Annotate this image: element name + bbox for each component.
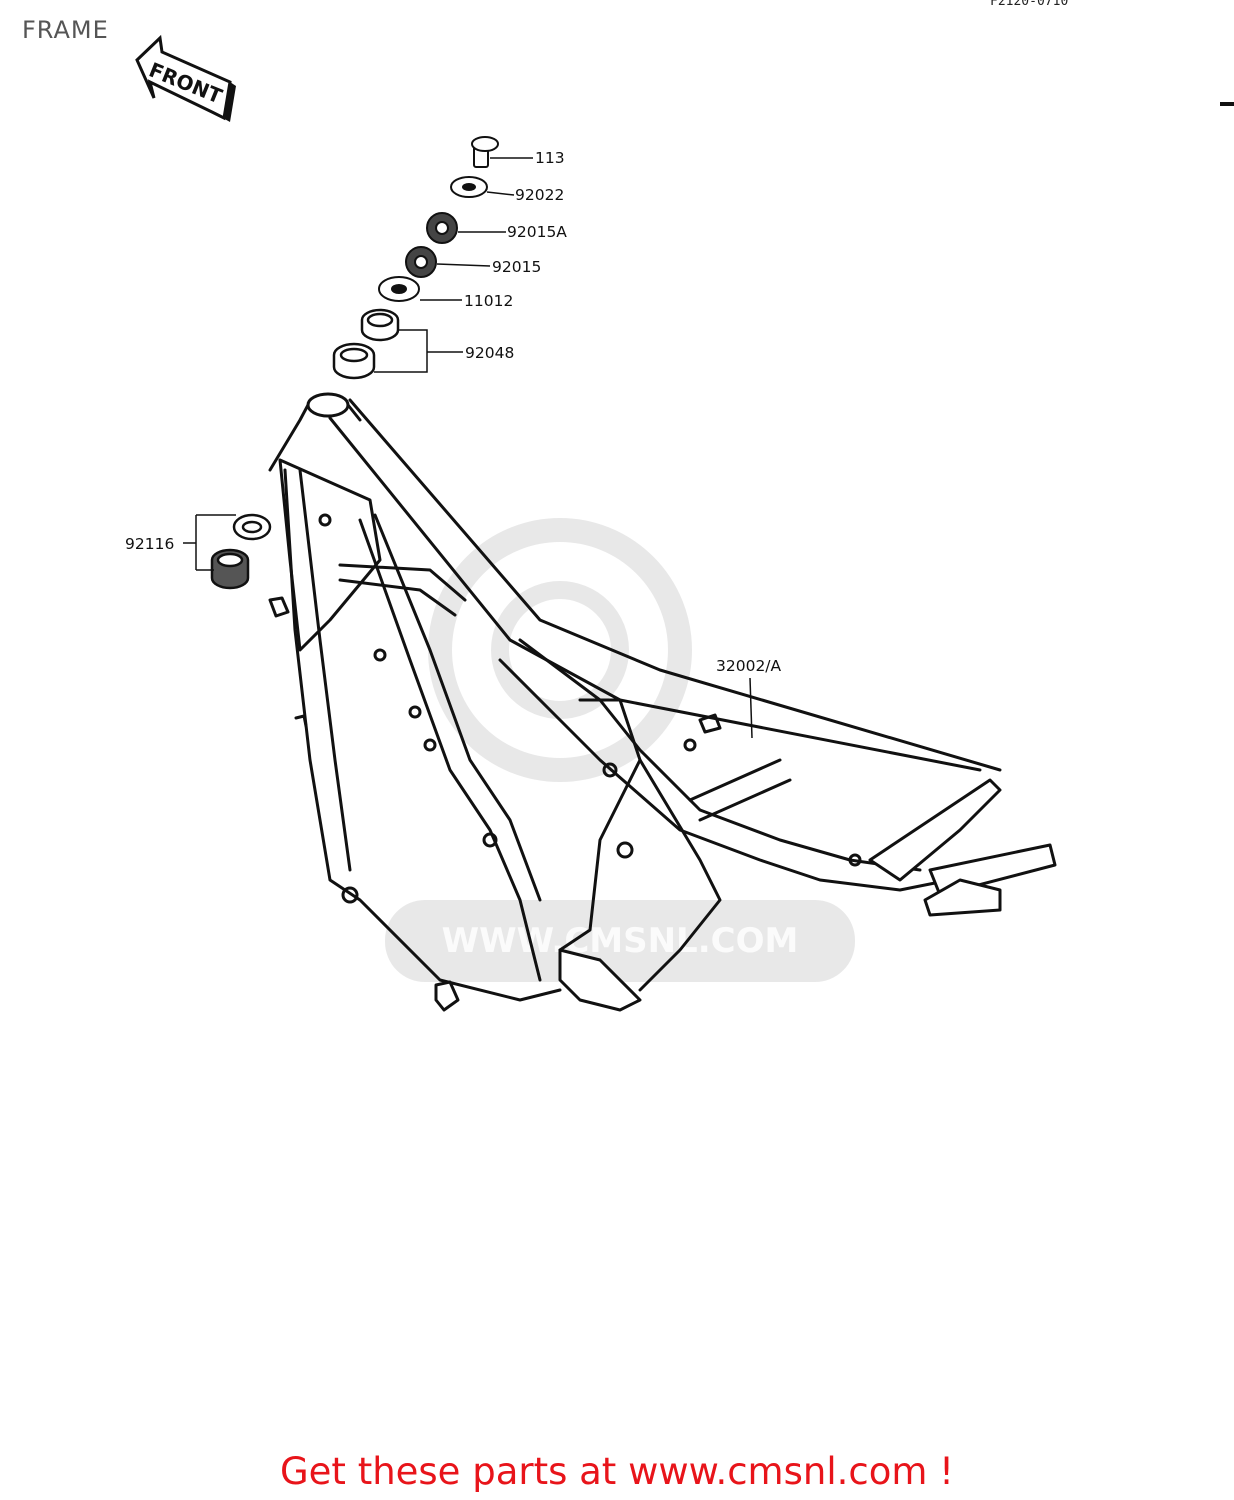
frame-32002 xyxy=(268,392,1057,1012)
callout-11012: 11012 xyxy=(464,292,513,310)
part-92015a-nut xyxy=(426,212,458,244)
callout-92048: 92048 xyxy=(465,344,514,362)
callout-92022: 92022 xyxy=(515,186,564,204)
callout-92015: 92015 xyxy=(492,258,541,276)
diagram-code: F2120-0710 xyxy=(990,0,1069,9)
callout-92116: 92116 xyxy=(125,535,174,553)
part-92116-bushing xyxy=(210,513,272,590)
part-113-bolt xyxy=(471,136,499,168)
front-arrow-icon: FRONT xyxy=(135,34,236,122)
part-11012-cap xyxy=(378,276,420,302)
part-92015-nut xyxy=(405,246,437,278)
cta-link[interactable]: Get these parts at www.cmsnl.com ! xyxy=(279,1450,954,1493)
callout-113: 113 xyxy=(535,149,565,167)
callout-92015a: 92015A xyxy=(507,223,567,241)
part-92022-washer xyxy=(450,176,488,198)
watermark: WWW.CMSNL.COM xyxy=(385,518,855,982)
edge-mark xyxy=(1220,102,1234,106)
frame-diagram: WWW.CMSNL.COM FRONT xyxy=(125,34,1234,1012)
leader-lines xyxy=(183,157,753,739)
callout-32002: 32002/A xyxy=(716,657,782,675)
page-title: FRAME xyxy=(22,16,109,44)
part-92048-bearing xyxy=(332,308,400,380)
watermark-text: WWW.CMSNL.COM xyxy=(442,921,799,961)
